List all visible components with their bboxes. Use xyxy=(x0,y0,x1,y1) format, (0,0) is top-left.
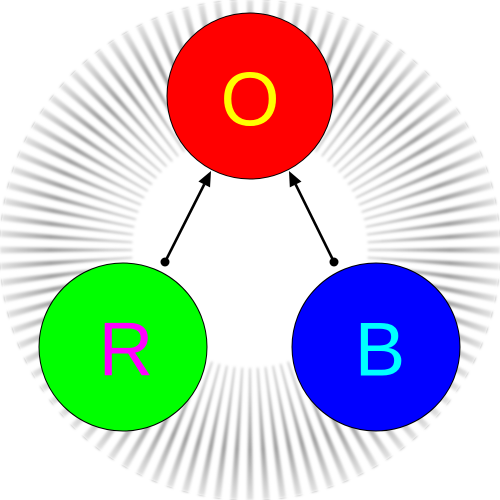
arrow-b-to-o xyxy=(289,171,339,267)
arrow-tail-dot xyxy=(329,257,339,267)
edges-layer xyxy=(160,171,339,267)
node-r: R xyxy=(38,262,208,432)
arrow-shaft xyxy=(294,183,336,263)
node-r-label: R xyxy=(99,308,154,393)
arrow-head xyxy=(289,171,302,188)
arrow-r-to-o xyxy=(160,171,211,267)
arrow-tail-dot xyxy=(160,257,170,267)
node-o: O xyxy=(166,12,334,180)
node-b-label: B xyxy=(355,308,406,393)
node-o-label: O xyxy=(220,58,279,143)
node-r-circle xyxy=(38,262,208,432)
arrow-head xyxy=(198,171,211,188)
arrow-shaft xyxy=(163,183,206,263)
node-b: B xyxy=(291,262,461,432)
node-b-circle xyxy=(291,262,461,432)
node-o-circle xyxy=(166,12,334,180)
